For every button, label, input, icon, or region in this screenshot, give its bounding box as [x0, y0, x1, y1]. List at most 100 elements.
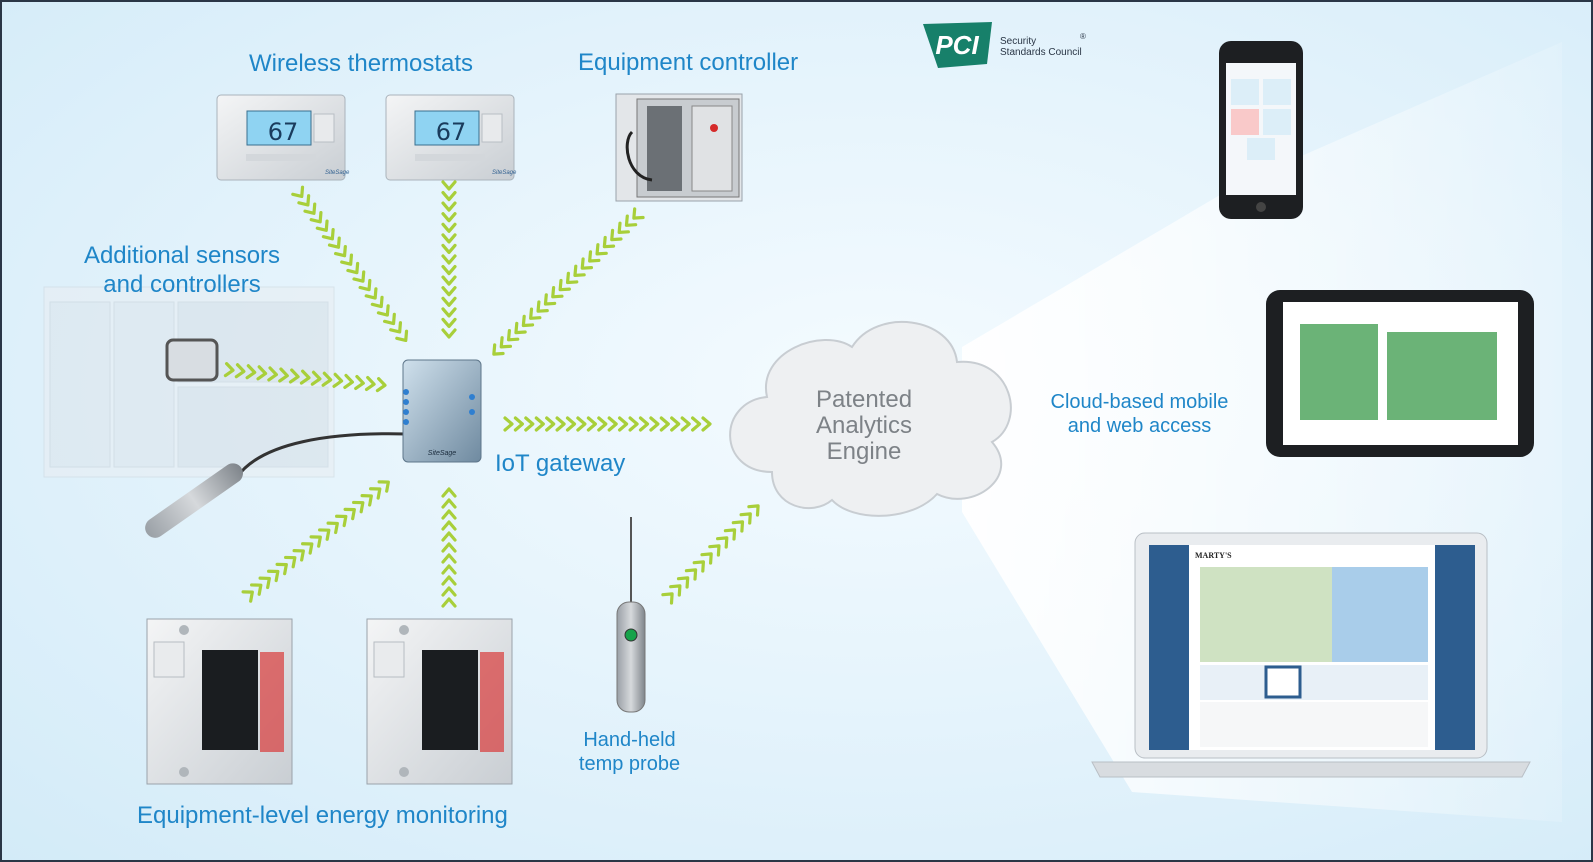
- energy-panel-1: [146, 618, 293, 785]
- arrow-chevron: [310, 370, 322, 386]
- thermostat-1-brand: SiteSage: [325, 170, 350, 176]
- arrow-chevron: [335, 514, 348, 528]
- arrow-chevron: [288, 368, 300, 384]
- arrow-chevron: [607, 416, 618, 432]
- arrow-chevron: [595, 243, 608, 256]
- arrow-chevron: [669, 584, 682, 597]
- arrow-chevron: [441, 509, 457, 520]
- arrow-chevron: [343, 507, 356, 521]
- arrow-chevron: [441, 191, 457, 202]
- arrow-chevron: [354, 374, 365, 391]
- arrow-chevron: [395, 329, 409, 343]
- arrow-chevron: [441, 575, 457, 586]
- arrow-chevron: [297, 194, 311, 207]
- arrow-chevron: [708, 544, 721, 557]
- arrow-chevron: [352, 270, 366, 283]
- arrow-chevron: [555, 416, 566, 432]
- arrow-chevron: [684, 568, 698, 581]
- arrow-chevron: [278, 367, 289, 383]
- arrow-chevron: [700, 552, 713, 565]
- arrow-chevron: [346, 261, 360, 275]
- arrow-chevron: [676, 576, 690, 589]
- laptop-brand: MARTY'S: [1195, 551, 1232, 560]
- arrow-chevron: [747, 504, 760, 517]
- arrow-chevron: [545, 416, 556, 432]
- cloud-label-line1: Patented: [816, 386, 912, 413]
- arrow-chevron: [659, 416, 670, 432]
- arrow-chevron: [638, 416, 650, 432]
- arrow-chevron: [382, 312, 396, 326]
- arrow-chevron: [492, 343, 505, 356]
- hand-held-probe-device: [616, 517, 646, 713]
- arrow-chevron: [441, 180, 457, 191]
- arrow-chevron: [534, 416, 545, 432]
- arrow-chevron: [332, 372, 344, 388]
- gateway-brand: SiteSage: [428, 450, 457, 457]
- connection-arrows: [223, 180, 760, 608]
- arrow-chevron: [389, 321, 403, 334]
- arrow-panel1-to-gateway: [241, 480, 390, 603]
- arrow-chevron: [565, 416, 577, 432]
- probe-cable: [235, 432, 408, 478]
- arrow-chevron: [303, 202, 317, 215]
- arrow-chevron: [690, 416, 702, 432]
- iot-gateway-device: [402, 359, 482, 463]
- arrow-chevron: [441, 212, 457, 223]
- pci-logo-text: PCI: [935, 30, 979, 60]
- arrow-chevron: [441, 286, 457, 297]
- arrow-chevron: [441, 520, 457, 531]
- arrow-chevron: [441, 296, 457, 307]
- arrow-chevron: [441, 233, 457, 244]
- arrow-chevron: [375, 377, 387, 393]
- wireless-thermostats-label: Wireless thermostats: [249, 50, 474, 77]
- arrow-chevron: [326, 521, 339, 535]
- arrow-chevron: [441, 553, 457, 564]
- arrow-chevron: [441, 487, 457, 498]
- arrow-panel2-to-gateway: [441, 487, 457, 608]
- arrow-chevron: [267, 569, 280, 583]
- arrow-chevron: [529, 307, 542, 320]
- cloud-label-line3: Engine: [827, 438, 902, 465]
- arrow-chevron: [358, 278, 372, 292]
- arrow-chevron: [245, 364, 257, 380]
- arrow-thermostat2-to-gateway: [441, 180, 457, 339]
- arrow-chevron: [327, 236, 341, 249]
- arrow-chevron: [558, 278, 571, 292]
- arrow-chevron: [597, 416, 608, 432]
- arrow-chevron: [364, 375, 376, 392]
- hand-held-probe-label-line1: Hand-held: [583, 729, 676, 751]
- arrow-chevron: [576, 416, 587, 432]
- equipment-controller-label: Equipment controller: [578, 49, 799, 76]
- additional-sensors-label-line1: Additional sensors: [83, 242, 281, 269]
- arrow-chevron: [661, 592, 674, 605]
- thermostat-device-1: [216, 94, 346, 181]
- arrow-chevron: [441, 531, 457, 542]
- arrow-chevron: [377, 480, 390, 493]
- arrow-chevron: [333, 244, 347, 258]
- arrow-chevron: [441, 254, 457, 265]
- arrow-chevron: [301, 542, 314, 555]
- laptop-device: [1091, 532, 1531, 778]
- additional-sensors-label-line2: and controllers: [103, 270, 261, 298]
- tablet-device: [1266, 290, 1534, 457]
- arrow-chevron: [258, 576, 271, 590]
- arrow-chevron: [551, 286, 564, 299]
- arrow-chevron: [376, 304, 390, 317]
- arrow-chevron: [275, 562, 288, 576]
- arrow-chevron: [321, 228, 335, 241]
- arrow-chevron: [628, 416, 639, 432]
- arrow-chevron: [441, 586, 457, 597]
- equipment-controller-device: [615, 93, 743, 202]
- arrow-chevron: [716, 536, 729, 549]
- arrow-chevron: [441, 498, 457, 509]
- additional-sensors-label: Additional sensors and controllers: [72, 242, 292, 300]
- arrow-chevron: [513, 416, 525, 432]
- arrow-chevron: [441, 597, 457, 608]
- arrow-chevron: [292, 549, 305, 562]
- iot-gateway-label: IoT gateway: [495, 450, 626, 477]
- arrow-chevron: [441, 542, 457, 553]
- arrow-chevron: [580, 257, 594, 270]
- arrow-chevron: [506, 329, 520, 342]
